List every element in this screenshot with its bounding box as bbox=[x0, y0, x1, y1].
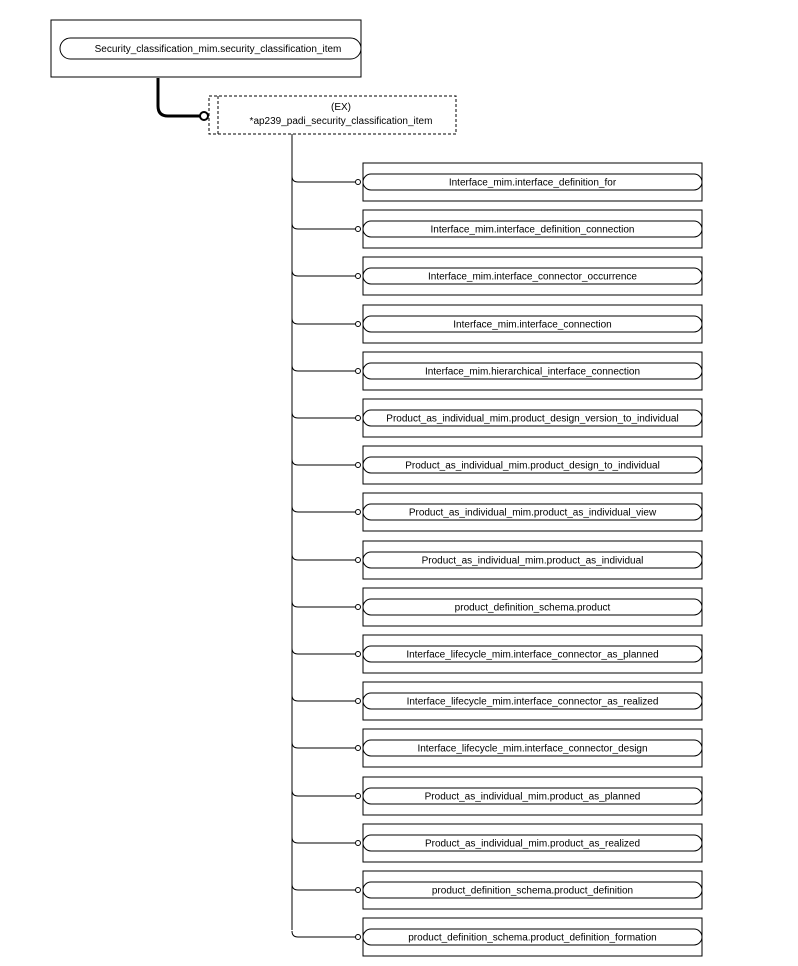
item-label: Interface_mim.interface_connection bbox=[453, 320, 611, 331]
items-group: Interface_mim.interface_definition_forIn… bbox=[291, 162, 703, 957]
item-node[interactable]: Interface_mim.interface_definition_for bbox=[291, 162, 703, 202]
item-node[interactable]: Product_as_individual_mim.product_as_pla… bbox=[291, 776, 703, 816]
item-branch-line bbox=[291, 741, 355, 749]
item-branch-line bbox=[291, 883, 355, 891]
item-branch-line bbox=[291, 505, 355, 513]
extension-tag: (EX) bbox=[331, 102, 351, 113]
item-label: Product_as_individual_mim.product_as_rea… bbox=[425, 839, 640, 850]
item-label: Product_as_individual_mim.product_design… bbox=[405, 461, 660, 472]
extension-node[interactable]: (EX) *ap239_padi_security_classification… bbox=[208, 95, 457, 135]
extension-box bbox=[208, 95, 457, 135]
item-pill bbox=[362, 315, 703, 333]
item-label: product_definition_schema.product bbox=[455, 603, 611, 614]
item-label: Product_as_individual_mim.product_as_ind… bbox=[422, 556, 644, 567]
item-connector-circle bbox=[355, 179, 361, 185]
item-label: Interface_mim.interface_definition_conne… bbox=[430, 225, 634, 236]
item-branch-line bbox=[291, 789, 355, 797]
item-connector-circle bbox=[355, 509, 361, 515]
item-branch-line bbox=[291, 364, 355, 372]
item-branch-line bbox=[291, 458, 355, 466]
root-label: Security_classification_mim.security_cla… bbox=[95, 44, 342, 55]
item-label: Interface_mim.interface_definition_for bbox=[449, 178, 617, 189]
item-node[interactable]: Interface_mim.hierarchical_interface_con… bbox=[291, 351, 703, 391]
item-pill bbox=[362, 220, 703, 238]
item-node[interactable]: Interface_lifecycle_mim.interface_connec… bbox=[291, 681, 703, 721]
root-select-node[interactable]: Security_classification_mim.security_cla… bbox=[50, 19, 362, 78]
root-connector-end-circle bbox=[199, 111, 209, 121]
item-pill bbox=[362, 692, 703, 710]
item-connector-circle bbox=[355, 698, 361, 704]
item-pill bbox=[362, 598, 703, 616]
item-connector-circle bbox=[355, 745, 361, 751]
item-connector-circle bbox=[355, 226, 361, 232]
item-connector-circle bbox=[355, 415, 361, 421]
item-node[interactable]: Interface_lifecycle_mim.interface_connec… bbox=[291, 634, 703, 674]
item-pill bbox=[362, 928, 703, 946]
item-pill bbox=[362, 503, 703, 521]
item-connector-circle bbox=[355, 273, 361, 279]
item-pill bbox=[362, 645, 703, 663]
item-connector-circle bbox=[355, 604, 361, 610]
item-label: Interface_mim.hierarchical_interface_con… bbox=[425, 367, 640, 378]
root-pill bbox=[59, 37, 362, 60]
item-label: Product_as_individual_mim.product_design… bbox=[386, 414, 678, 425]
item-pill bbox=[362, 739, 703, 757]
item-pill bbox=[362, 551, 703, 569]
item-connector-circle bbox=[355, 651, 361, 657]
item-connector-circle bbox=[355, 368, 361, 374]
item-branch-line bbox=[291, 269, 355, 277]
item-connector-circle bbox=[355, 793, 361, 799]
item-label: Product_as_individual_mim.product_as_ind… bbox=[409, 508, 657, 519]
item-label: Interface_mim.interface_connector_occurr… bbox=[428, 272, 637, 283]
item-pill bbox=[362, 834, 703, 852]
item-node[interactable]: product_definition_schema.product_defini… bbox=[291, 870, 703, 910]
item-node[interactable]: Product_as_individual_mim.product_as_rea… bbox=[291, 823, 703, 863]
item-label: product_definition_schema.product_defini… bbox=[432, 886, 633, 897]
item-pill bbox=[362, 267, 703, 285]
item-label: Interface_lifecycle_mim.interface_connec… bbox=[417, 744, 647, 755]
item-connector-circle bbox=[355, 934, 361, 940]
item-node[interactable]: Product_as_individual_mim.product_design… bbox=[291, 445, 703, 485]
item-branch-line bbox=[291, 411, 355, 419]
item-node[interactable]: Interface_mim.interface_connector_occurr… bbox=[291, 256, 703, 296]
extension-label: *ap239_padi_security_classification_item bbox=[250, 116, 433, 127]
item-pill bbox=[362, 409, 703, 427]
item-node[interactable]: Product_as_individual_mim.product_as_ind… bbox=[291, 540, 703, 580]
item-branch-line bbox=[291, 694, 355, 702]
item-node[interactable]: Product_as_individual_mim.product_design… bbox=[291, 398, 703, 438]
item-label: Product_as_individual_mim.product_as_pla… bbox=[425, 792, 641, 803]
item-label: Interface_lifecycle_mim.interface_connec… bbox=[407, 697, 659, 708]
item-node[interactable]: Product_as_individual_mim.product_as_ind… bbox=[291, 492, 703, 532]
item-branch-line bbox=[291, 647, 355, 655]
item-branch-line bbox=[291, 175, 355, 183]
item-node[interactable]: product_definition_schema.product_defini… bbox=[291, 917, 703, 957]
item-node[interactable]: Interface_mim.interface_connection bbox=[291, 304, 703, 344]
item-connector-circle bbox=[355, 462, 361, 468]
item-pill bbox=[362, 173, 703, 191]
item-node[interactable]: Interface_lifecycle_mim.interface_connec… bbox=[291, 728, 703, 768]
item-connector-circle bbox=[355, 887, 361, 893]
item-branch-line bbox=[291, 836, 355, 844]
item-branch-line bbox=[291, 930, 355, 938]
item-node[interactable]: product_definition_schema.product bbox=[291, 587, 703, 627]
item-branch-line bbox=[291, 222, 355, 230]
item-connector-circle bbox=[355, 557, 361, 563]
item-pill bbox=[362, 362, 703, 380]
item-branch-line bbox=[291, 600, 355, 608]
item-label: Interface_lifecycle_mim.interface_connec… bbox=[406, 650, 658, 661]
item-branch-line bbox=[291, 553, 355, 561]
item-label: product_definition_schema.product_defini… bbox=[408, 933, 657, 944]
item-pill bbox=[362, 787, 703, 805]
item-connector-circle bbox=[355, 840, 361, 846]
root-to-extension-connector bbox=[156, 78, 200, 118]
item-node[interactable]: Interface_mim.interface_definition_conne… bbox=[291, 209, 703, 249]
item-connector-circle bbox=[355, 321, 361, 327]
item-branch-line bbox=[291, 317, 355, 325]
item-pill bbox=[362, 456, 703, 474]
item-pill bbox=[362, 881, 703, 899]
